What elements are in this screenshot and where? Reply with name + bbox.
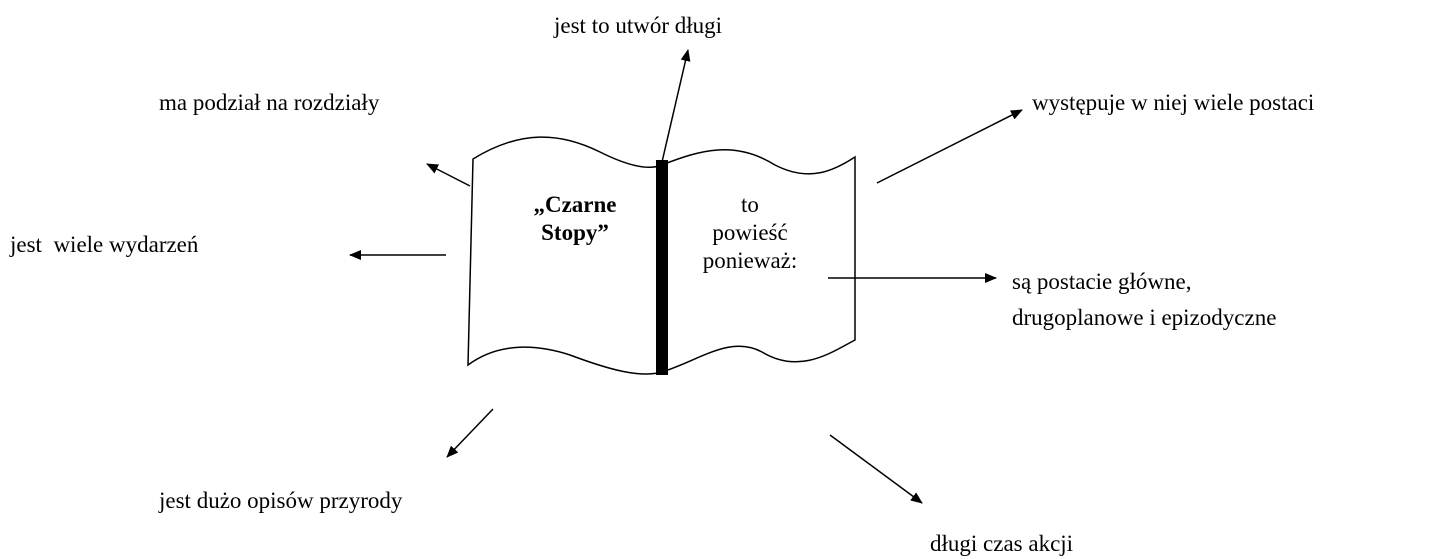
book-right-page bbox=[661, 149, 856, 374]
label-many-characters: występuje w niej wiele postaci bbox=[1032, 90, 1315, 115]
arrow-nature-descriptions bbox=[446, 408, 494, 458]
book-thesis-line-1: to bbox=[741, 192, 759, 217]
book-spine bbox=[656, 160, 668, 375]
arrow-many-characters bbox=[876, 109, 1023, 184]
label-nature-descriptions: jest dużo opisów przyrody bbox=[159, 488, 403, 513]
label-many-events: jest wiele wydarzeń bbox=[10, 232, 199, 257]
book-thesis: to powieść ponieważ: bbox=[680, 191, 820, 275]
book-left-page bbox=[467, 136, 663, 375]
book-title: „Czarne Stopy” bbox=[500, 191, 650, 247]
arrow-long-action-time bbox=[829, 434, 923, 504]
book-thesis-line-3: ponieważ: bbox=[702, 248, 798, 273]
book-title-line-2: Stopy” bbox=[541, 220, 609, 245]
book-title-line-1: „Czarne bbox=[533, 192, 617, 217]
label-chapters: ma podział na rozdziały bbox=[159, 90, 380, 115]
arrow-long-work bbox=[661, 49, 691, 163]
label-long-work: jest to utwór długi bbox=[554, 13, 723, 38]
label-character-types-1: są postacie główne, bbox=[1012, 269, 1192, 294]
arrow-chapters bbox=[426, 163, 471, 187]
book-thesis-line-2: powieść bbox=[712, 220, 788, 245]
label-long-action-time: długi czas akcji bbox=[930, 531, 1074, 556]
label-character-types-2: drugoplanowe i epizodyczne bbox=[1012, 305, 1277, 330]
